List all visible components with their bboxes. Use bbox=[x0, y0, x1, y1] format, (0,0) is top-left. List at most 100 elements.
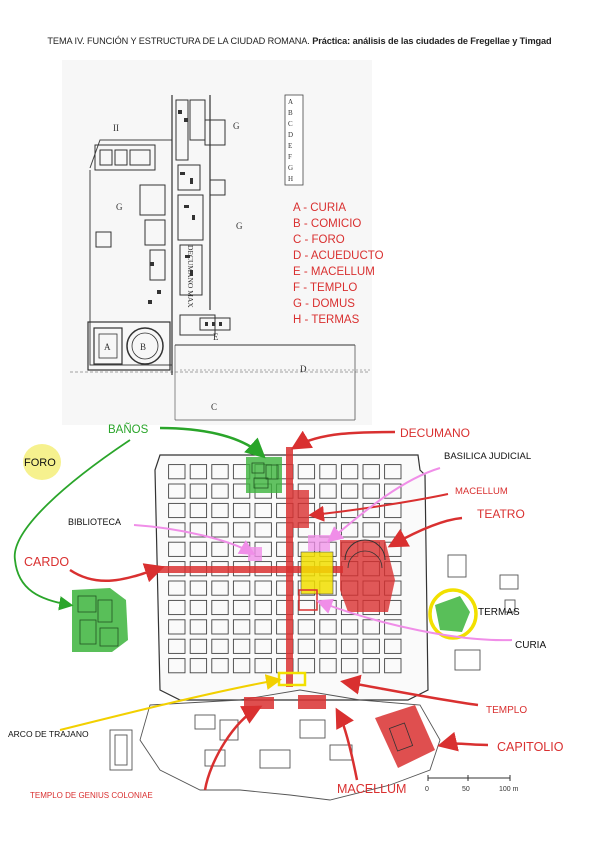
label-templo-genius: TEMPLO DE GENIUS COLONIAE bbox=[30, 791, 153, 800]
insula-block bbox=[384, 658, 402, 674]
index-strip-box bbox=[284, 94, 304, 186]
insula-block bbox=[340, 483, 359, 499]
arrow-macellum-norte bbox=[308, 493, 449, 522]
insula-block bbox=[211, 658, 229, 674]
southern-building bbox=[259, 749, 291, 769]
southern-district-outline bbox=[139, 689, 441, 801]
insula-block bbox=[211, 638, 229, 654]
index-letter: F bbox=[288, 153, 292, 161]
insula-block bbox=[254, 580, 272, 596]
fregellae-zone-labels: II G G G A B E D C bbox=[104, 121, 307, 412]
wall-fragment bbox=[180, 172, 185, 175]
insula-block bbox=[168, 599, 186, 616]
wall-fragment bbox=[212, 322, 215, 326]
banos-norte-walls bbox=[251, 462, 279, 489]
legend-item: A - CURIA bbox=[293, 202, 346, 214]
insula-block bbox=[211, 619, 229, 635]
building-block bbox=[209, 179, 226, 196]
capitolio-temple bbox=[388, 722, 414, 752]
legend-item: G - DOMUS bbox=[293, 298, 355, 310]
arrow-arco bbox=[59, 674, 282, 731]
insula-block bbox=[189, 522, 208, 538]
insula-block bbox=[232, 522, 251, 538]
insula-block bbox=[189, 580, 208, 596]
insula-block bbox=[168, 638, 186, 654]
insula-block bbox=[362, 658, 380, 674]
building-block bbox=[204, 119, 226, 146]
insula-block bbox=[211, 541, 229, 557]
scale-label: 0 bbox=[425, 786, 429, 793]
insula-block bbox=[189, 619, 208, 635]
arrow-biblioteca bbox=[133, 524, 256, 556]
insula-block bbox=[362, 638, 380, 654]
bath-room bbox=[99, 627, 119, 647]
scale-bar: 0 50 100 m bbox=[425, 775, 519, 793]
insula-block bbox=[189, 638, 208, 654]
teatro-area bbox=[340, 540, 395, 612]
insula-block bbox=[362, 464, 380, 480]
insula-block bbox=[168, 483, 186, 499]
label-cardo: CARDO bbox=[24, 555, 69, 569]
bath-room bbox=[97, 599, 113, 623]
bath-room bbox=[251, 462, 265, 474]
cardo-street bbox=[158, 566, 343, 573]
arrow-macellum-sur bbox=[335, 707, 359, 781]
index-letter: H bbox=[288, 175, 293, 183]
arrow-templo-genius bbox=[203, 705, 263, 791]
insula-block bbox=[211, 464, 229, 480]
outlying-building bbox=[499, 574, 519, 590]
insula-block bbox=[211, 599, 229, 616]
insula-block bbox=[189, 502, 208, 519]
southern-building bbox=[194, 714, 216, 730]
insula-block bbox=[254, 658, 272, 674]
label-macellum-norte: MACELLUM bbox=[455, 486, 508, 497]
foro-area bbox=[300, 551, 334, 595]
zone-label: C bbox=[211, 402, 217, 412]
header-prefix: TEMA IV. FUNCIÓN Y ESTRUCTURA DE LA CIUD… bbox=[47, 36, 310, 46]
basilica-area bbox=[308, 535, 330, 551]
building-block bbox=[114, 149, 128, 166]
legend-item: C - FORO bbox=[293, 234, 345, 246]
fregellae-insula-outline bbox=[89, 139, 172, 169]
insula-block bbox=[232, 658, 251, 674]
building-block bbox=[199, 317, 231, 331]
curia-inner bbox=[98, 333, 118, 359]
southern-building bbox=[219, 719, 239, 741]
wall-fragment bbox=[184, 118, 188, 122]
insula-block bbox=[189, 483, 208, 499]
index-letter: D bbox=[288, 131, 293, 139]
wall-fragment bbox=[219, 322, 222, 326]
scale-label: 100 m bbox=[499, 786, 519, 793]
label-termas: TERMAS bbox=[478, 607, 520, 618]
zone-label: D bbox=[300, 364, 307, 374]
fregellae-legend: A - CURIA B - COMICIO C - FORO D - ACUED… bbox=[293, 202, 384, 326]
legend-item: B - COMICIO bbox=[293, 218, 361, 230]
insula-block bbox=[189, 658, 208, 674]
building-block bbox=[129, 149, 151, 166]
comitium-complex-frame bbox=[87, 321, 171, 371]
insula-block bbox=[254, 502, 272, 519]
insula-block bbox=[211, 502, 229, 519]
insula-block bbox=[362, 483, 380, 499]
southern-building bbox=[109, 729, 133, 771]
arrow-decumano bbox=[290, 430, 396, 450]
insula-block bbox=[340, 658, 359, 674]
label-decumano: DECUMANO bbox=[400, 426, 470, 440]
insula-block bbox=[297, 464, 316, 480]
insula-block bbox=[340, 619, 359, 635]
building-block bbox=[177, 194, 204, 241]
label-capitolio: CAPITOLIO bbox=[497, 740, 564, 754]
templo-genius-area bbox=[244, 697, 274, 709]
arrow-templo bbox=[340, 674, 479, 707]
teatro-cavea bbox=[344, 539, 386, 561]
insula-block bbox=[168, 522, 186, 538]
label-banos: BAÑOS bbox=[108, 423, 149, 436]
insula-block bbox=[168, 658, 186, 674]
index-letter: E bbox=[288, 142, 292, 150]
arrow-basilica bbox=[326, 467, 441, 543]
insula-block bbox=[211, 580, 229, 596]
macellum-norte-area bbox=[293, 490, 309, 528]
teatro-cavea bbox=[347, 550, 383, 569]
insula-block bbox=[211, 522, 229, 538]
capitolio-area bbox=[375, 705, 435, 768]
